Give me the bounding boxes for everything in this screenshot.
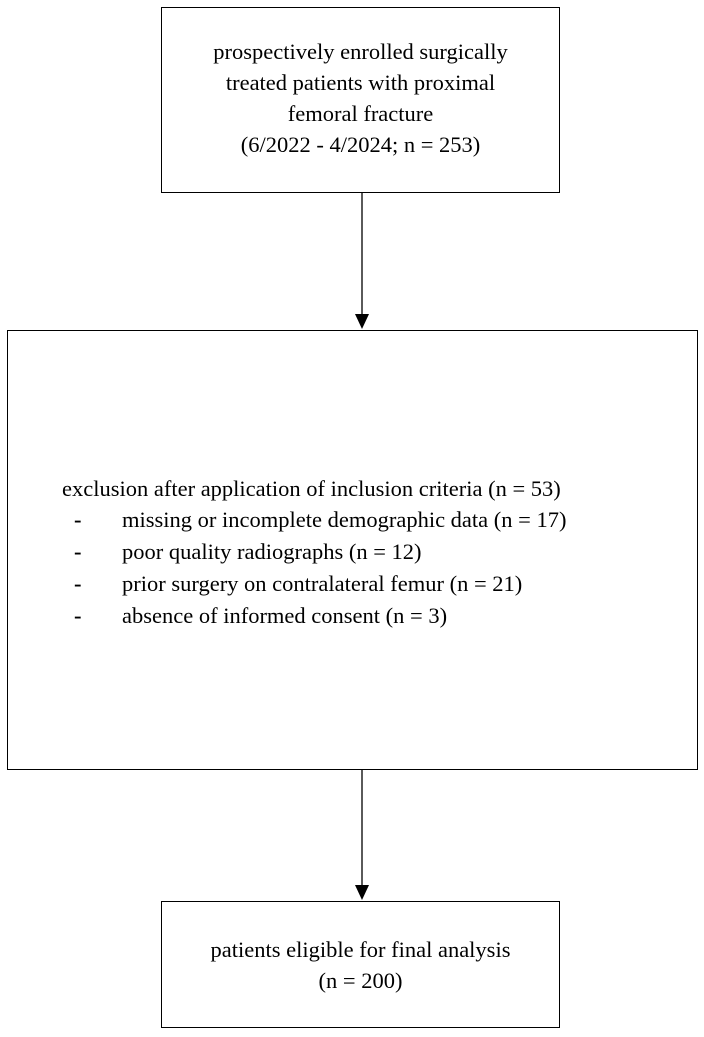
- exclusion-item-text: poor quality radiographs (n = 12): [122, 539, 422, 564]
- enrollment-line-1: prospectively enrolled surgically: [213, 39, 508, 64]
- enrollment-line-3: femoral fracture: [287, 101, 434, 126]
- enrollment-box: prospectively enrolled surgically treate…: [161, 7, 560, 193]
- enrollment-line-4: (6/2022 - 4/2024; n = 253): [240, 132, 481, 157]
- arrow-middle-to-bottom: [355, 770, 369, 900]
- bullet-dash: -: [74, 603, 82, 628]
- bullet-dash: -: [74, 539, 82, 564]
- exclusion-item-text: absence of informed consent (n = 3): [122, 603, 448, 628]
- final-analysis-line-1: patients eligible for final analysis: [210, 936, 511, 962]
- final-analysis-line-2: (n = 200): [318, 967, 403, 993]
- enrollment-line-2: treated patients with proximal: [225, 70, 496, 95]
- final-analysis-box: patients eligible for final analysis (n …: [161, 901, 560, 1028]
- exclusion-box: exclusion after application of inclusion…: [7, 330, 698, 770]
- exclusion-heading: exclusion after application of inclusion…: [62, 476, 561, 501]
- exclusion-item-text: missing or incomplete demographic data (…: [122, 507, 567, 532]
- exclusion-item-text: prior surgery on contralateral femur (n …: [122, 571, 523, 596]
- bullet-dash: -: [74, 507, 82, 532]
- bullet-dash: -: [74, 571, 82, 596]
- arrow-top-to-middle: [355, 193, 369, 329]
